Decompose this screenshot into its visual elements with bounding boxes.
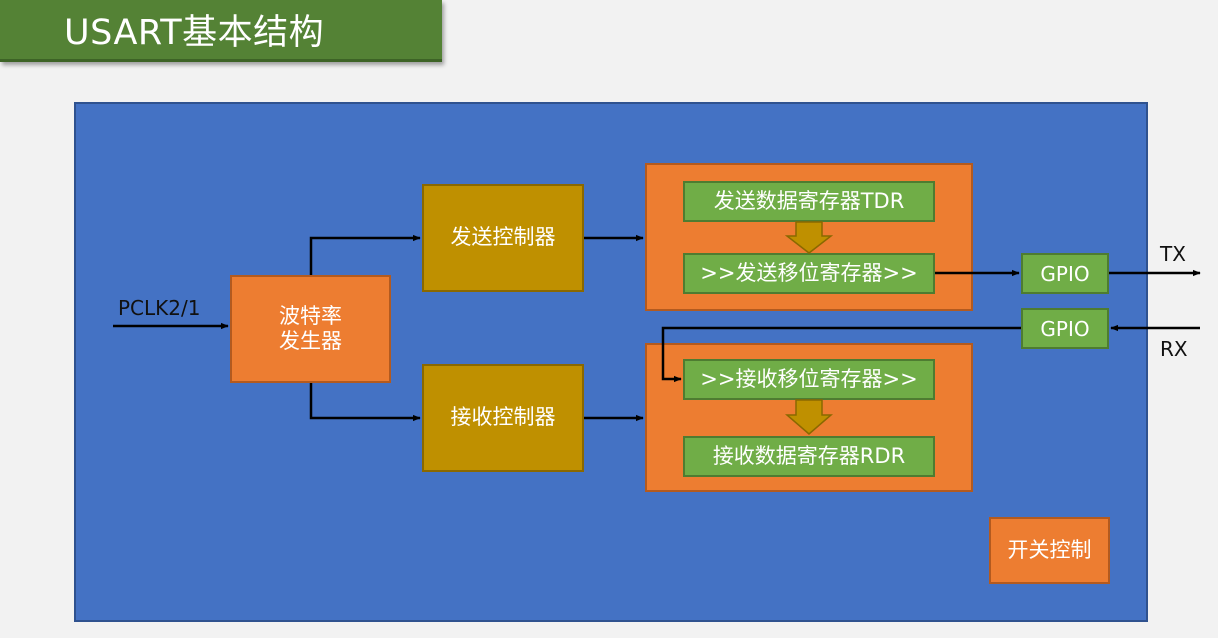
tx-controller: 发送控制器 bbox=[422, 184, 584, 292]
pclk-label: PCLK2/1 bbox=[118, 296, 201, 320]
tx-pin-label: TX bbox=[1160, 242, 1186, 266]
tx-shift-register: >>发送移位寄存器>> bbox=[683, 253, 935, 294]
rdr-register: 接收数据寄存器RDR bbox=[683, 436, 935, 477]
rx-shift-register: >>接收移位寄存器>> bbox=[683, 359, 935, 400]
baud-to-tx-arrow bbox=[309, 234, 421, 275]
rx-controller: 接收控制器 bbox=[422, 364, 584, 472]
shift-to-rdr-block-arrow bbox=[784, 399, 834, 435]
baud-to-rx-arrow bbox=[309, 383, 421, 422]
tdr-register: 发送数据寄存器TDR bbox=[683, 181, 935, 222]
baud-generator-line-2: 发生器 bbox=[279, 329, 342, 353]
slide-title: USART基本结构 bbox=[64, 13, 325, 53]
baud-generator-line-1: 波特率 bbox=[279, 303, 342, 328]
tdr-to-shift-block-arrow bbox=[784, 221, 834, 254]
gpio-rx: GPIO bbox=[1021, 308, 1109, 349]
baud-rate-generator: 波特率 发生器 bbox=[230, 275, 391, 383]
switch-control: 开关控制 bbox=[989, 517, 1110, 584]
rx-pin-label: RX bbox=[1160, 337, 1188, 361]
slide-title-bar: USART基本结构 bbox=[0, 0, 442, 62]
gpio-to-rxshift-arrow bbox=[661, 326, 1021, 383]
gpio-tx: GPIO bbox=[1021, 253, 1109, 294]
